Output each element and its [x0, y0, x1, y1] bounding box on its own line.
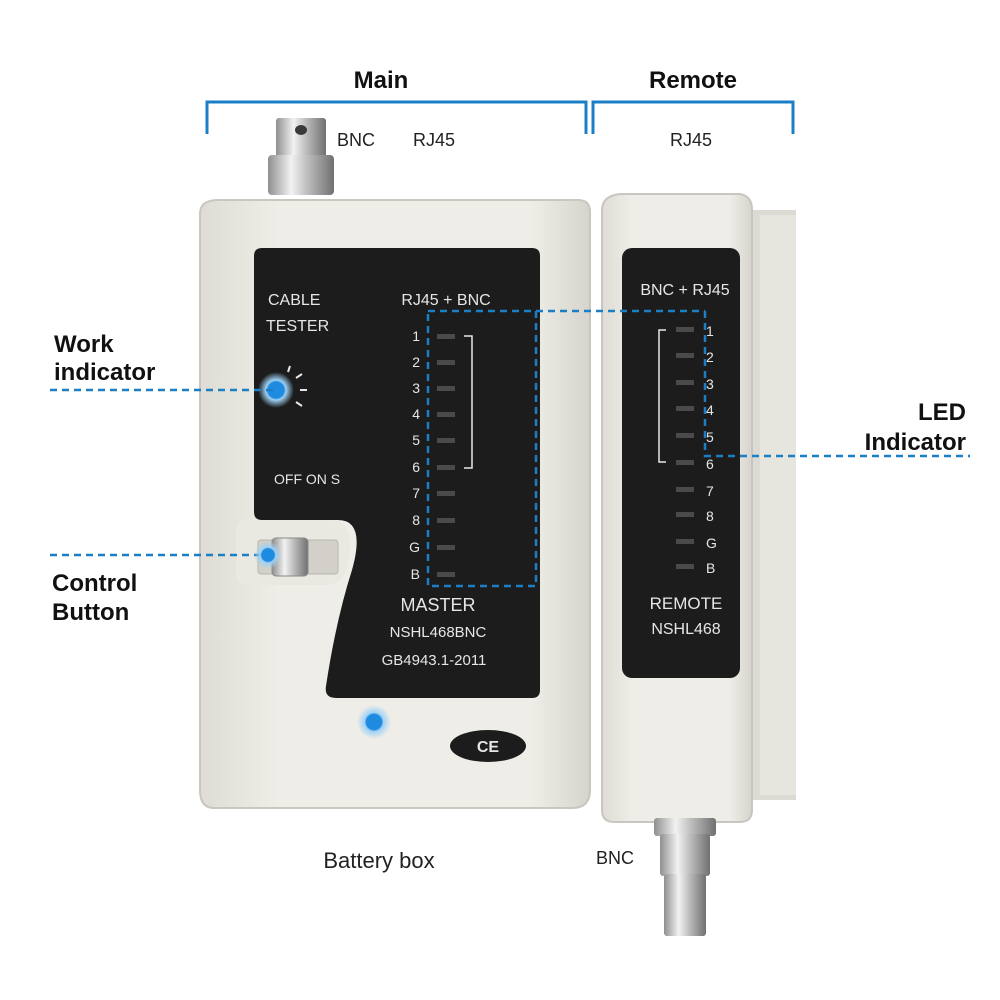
main-led-header: RJ45 + BNC — [401, 292, 490, 309]
remote-led-label: 5 — [706, 429, 714, 445]
control-button-label-line2: Button — [52, 599, 129, 626]
remote-led-label: 2 — [706, 349, 714, 365]
battery-box-dot — [357, 705, 391, 739]
remote-led-label: 6 — [706, 456, 714, 472]
main-led — [437, 438, 455, 443]
main-led — [437, 334, 455, 339]
main-led-column: 1 2 3 4 5 6 7 8 G B — [409, 328, 473, 582]
remote-led — [676, 353, 694, 358]
remote-bnc-label: BNC — [596, 848, 634, 868]
main-led-label: 2 — [412, 354, 420, 370]
main-bracket — [205, 100, 588, 134]
remote-led — [676, 406, 694, 411]
master-model: NSHL468BNC — [390, 624, 487, 641]
remote-led-header: BNC + RJ45 — [640, 282, 729, 299]
standard-label: GB4943.1-2011 — [382, 652, 487, 669]
main-led — [437, 572, 455, 577]
remote-led — [676, 327, 694, 332]
remote-label-panel: REMOTE — [650, 594, 723, 613]
remote-led — [676, 433, 694, 438]
remote-led — [676, 564, 694, 569]
cable-label: CABLE — [268, 292, 320, 309]
switch-label: OFF ON S — [274, 471, 340, 487]
main-led-label: G — [409, 539, 420, 555]
remote-led-bracket — [658, 329, 666, 463]
main-bnc-connector — [268, 118, 334, 195]
remote-side-rail — [748, 210, 796, 800]
control-button-callout-line — [50, 541, 282, 569]
remote-bracket — [591, 100, 795, 134]
main-led — [437, 412, 455, 417]
main-bnc-label: BNC — [337, 130, 375, 150]
main-led-label: 5 — [412, 432, 420, 448]
battery-box-label: Battery box — [323, 848, 434, 873]
work-indicator-label-line1: Work — [54, 331, 114, 358]
main-led — [437, 545, 455, 550]
control-button-label-line1: Control — [52, 570, 137, 597]
main-label: Main — [354, 67, 409, 94]
remote-led-label: 8 — [706, 508, 714, 524]
remote-led — [676, 487, 694, 492]
work-indicator-led — [258, 365, 307, 408]
remote-rj45-label: RJ45 — [670, 130, 712, 150]
work-indicator-label-line2: indicator — [54, 359, 155, 386]
ce-label: CE — [477, 739, 500, 756]
remote-led-label: B — [706, 560, 715, 576]
remote-led-label: 3 — [706, 376, 714, 392]
remote-model: NSHL468 — [651, 621, 720, 638]
remote-led — [676, 539, 694, 544]
main-led — [437, 360, 455, 365]
led-indicator-label-line1: LED — [918, 399, 966, 426]
remote-led-label: 4 — [706, 402, 714, 418]
ce-mark: CE — [450, 730, 526, 762]
main-led-label: B — [411, 566, 420, 582]
tester-label: TESTER — [266, 318, 329, 335]
main-led-highlight — [426, 309, 705, 588]
main-led-label: 4 — [412, 406, 420, 422]
remote-led-label: 7 — [706, 483, 714, 499]
main-led — [437, 465, 455, 470]
remote-led-column: 1 2 3 4 5 6 7 8 G B — [658, 323, 717, 576]
main-led-label: 8 — [412, 512, 420, 528]
remote-led-label: 1 — [706, 323, 714, 339]
main-rj45-label: RJ45 — [413, 130, 455, 150]
main-led-label: 7 — [412, 485, 420, 501]
main-led-bracket — [464, 335, 473, 469]
remote-led — [676, 380, 694, 385]
remote-led — [676, 460, 694, 465]
remote-led-label: G — [706, 535, 717, 551]
remote-bnc-connector — [654, 818, 716, 936]
led-indicator-callout-line — [703, 311, 970, 458]
main-led — [437, 491, 455, 496]
master-label: MASTER — [400, 595, 475, 615]
main-led — [437, 518, 455, 523]
main-led-label: 1 — [412, 328, 420, 344]
main-led-label: 3 — [412, 380, 420, 396]
main-led-label: 6 — [412, 459, 420, 475]
remote-label: Remote — [649, 67, 737, 94]
led-indicator-label-line2: Indicator — [865, 429, 966, 456]
main-led — [437, 386, 455, 391]
remote-led — [676, 512, 694, 517]
